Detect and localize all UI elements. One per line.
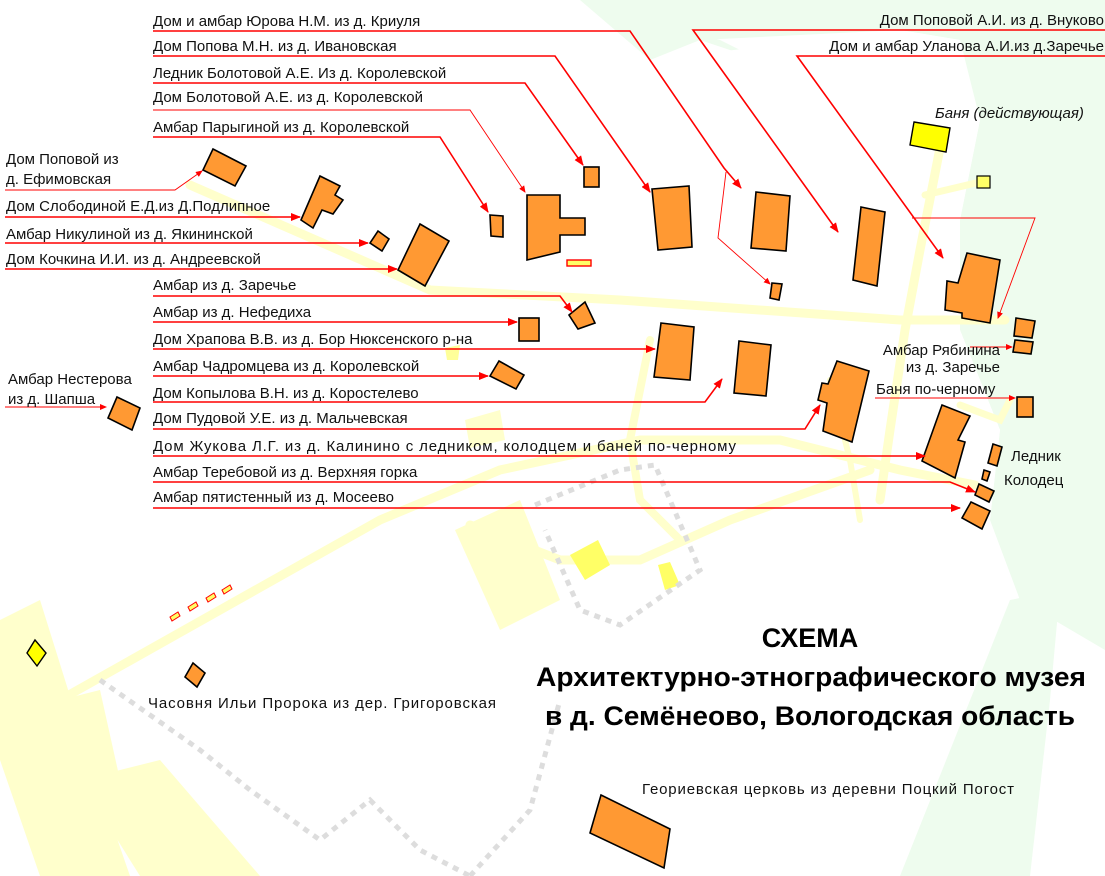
title-line-3: в д. Семёнеово, Вологодская область: [545, 701, 1075, 731]
building-nikulina: [368, 229, 391, 253]
building-small-yellow: [976, 175, 991, 189]
buildings: [26, 121, 1036, 870]
label-slobodina: Дом Слободиной Е.Д.из Д.Подлипное: [6, 198, 270, 215]
building-nefediha: [518, 317, 540, 342]
label-nefediha: Амбар из д. Нефедиха: [153, 304, 312, 321]
map-title: СХЕМА Архитектурно-этнографического музе…: [536, 623, 1086, 731]
building-church: [589, 793, 671, 870]
label-ryabinina-2: из д. Заречье: [906, 359, 1000, 376]
building-chadromtseva: [488, 359, 526, 391]
building-slobodina: [300, 174, 345, 230]
label-popovoy-efim-1: Дом Поповой из: [6, 151, 119, 168]
label-popova-mn: Дом Попова М.Н. из д. Ивановская: [153, 38, 397, 55]
label-vnukovo: Дом Поповой А.И. из д. Внуково: [880, 12, 1104, 29]
building-yellow-diamond: [26, 638, 47, 668]
title-line-1: СХЕМА: [762, 623, 858, 653]
white-clearing: [600, 30, 1000, 520]
label-lednik-bolotovoy: Ледник Болотовой А.Е. Из д. Королевской: [153, 65, 446, 82]
label-church: Геориевская церковь из деревни Поцкий По…: [642, 781, 1014, 798]
label-popovoy-efim-2: д. Ефимовская: [6, 171, 111, 188]
building-chasovnya: [183, 661, 207, 689]
building-terebovoy: [974, 482, 996, 504]
building-bolotovoy: [526, 194, 586, 262]
label-nikulina: Амбар Никулиной из д. Якининской: [6, 226, 253, 243]
building-parygina: [489, 214, 504, 238]
label-chasovnya: Часовня Ильи Пророка из дер. Григоровска…: [148, 695, 496, 712]
label-banya-black: Баня по-черному: [876, 381, 996, 398]
building-kopylova: [733, 340, 772, 397]
building-zarechye: [567, 300, 597, 330]
leader-lines: [5, 29, 1105, 512]
label-zhukova: Дом Жукова Л.Г. из д. Калинино с леднико…: [153, 438, 737, 455]
label-pyatistenny: Амбар пятистенный из д. Мосеево: [153, 489, 394, 506]
label-kopylova: Дом Копылова В.Н. из д. Коростелево: [153, 385, 419, 402]
label-ryabinina-1: Амбар Рябинина: [883, 342, 1001, 359]
building-ryabinina-1: [1013, 317, 1036, 339]
roads: [0, 143, 1014, 876]
building-kochkina: [396, 222, 451, 288]
building-popovoy-efim: [201, 147, 248, 188]
label-ambar-zarechye: Амбар из д. Заречье: [153, 277, 296, 294]
label-banya-active: Баня (действующая): [935, 105, 1084, 122]
label-ambar-parygina: Амбар Парыгиной из д. Королевской: [153, 119, 409, 136]
building-banya-black: [1016, 396, 1034, 418]
label-pudovoy: Дом Пудовой У.Е. из д. Мальчевская: [153, 410, 408, 427]
building-yurova-dom: [750, 191, 791, 252]
building-kolodets: [981, 468, 992, 483]
building-yurova-ambar: [769, 282, 783, 301]
fence-marks: [169, 584, 233, 622]
building-hrapova: [653, 322, 695, 381]
label-lednik: Ледник: [1011, 448, 1061, 465]
building-pudovoy: [817, 360, 870, 444]
label-chadromtseva: Амбар Чадромцева из д. Королевской: [153, 358, 419, 375]
label-hrapova: Дом Храпова В.В. из д. Бор Нюксенского р…: [153, 331, 473, 348]
building-popova-mn: [651, 185, 693, 251]
building-banya-active: [909, 121, 951, 153]
label-nesterova-2: из д. Шапша: [8, 391, 96, 408]
label-nesterova-1: Амбар Нестерова: [8, 371, 132, 388]
title-line-2: Архитектурно-этнографического музея: [536, 662, 1086, 692]
building-lednik-bolotovoy: [583, 166, 600, 188]
forest-areas: [580, 0, 1105, 876]
building-lednik: [987, 442, 1003, 468]
labels: Дом и амбар Юрова Н.М. из д. Криуля Дом …: [6, 12, 1104, 798]
building-ulanova: [944, 252, 1001, 324]
label-yurova: Дом и амбар Юрова Н.М. из д. Криуля: [153, 13, 420, 30]
label-dom-bolotovoy: Дом Болотовой А.Е. из д. Королевской: [153, 89, 423, 106]
label-terebovoy: Амбар Теребовой из д. Верхняя горка: [153, 464, 418, 481]
building-nesterova: [106, 395, 141, 432]
label-ulanova: Дом и амбар Уланова А.И.из д.Заречье: [829, 38, 1104, 55]
building-vnukovo: [852, 206, 886, 287]
building-bolotovoy-small: [566, 259, 592, 267]
building-ryabinina-2: [1012, 339, 1034, 355]
label-kochkina: Дом Кочкина И.И. из д. Андреевской: [6, 251, 261, 268]
building-zhukova: [921, 403, 972, 480]
building-pyatistenny: [960, 500, 992, 531]
footpaths: [98, 462, 704, 876]
label-kolodets: Колодец: [1004, 472, 1064, 489]
